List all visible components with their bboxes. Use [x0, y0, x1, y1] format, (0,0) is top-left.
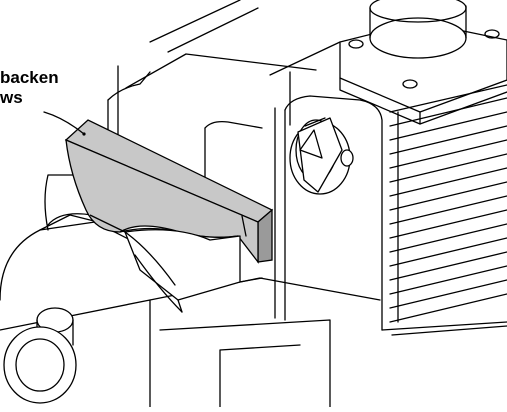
callout-leader-line	[43, 111, 85, 135]
callout-label-line2: ws	[0, 88, 23, 107]
motor-housing	[269, 0, 507, 336]
callout-leader-dot	[82, 132, 86, 136]
cooling-fins	[389, 84, 507, 323]
callout-label-line1: backen	[0, 68, 59, 87]
valve-knob-icon	[289, 117, 354, 195]
vise-jaw	[89, 214, 263, 313]
